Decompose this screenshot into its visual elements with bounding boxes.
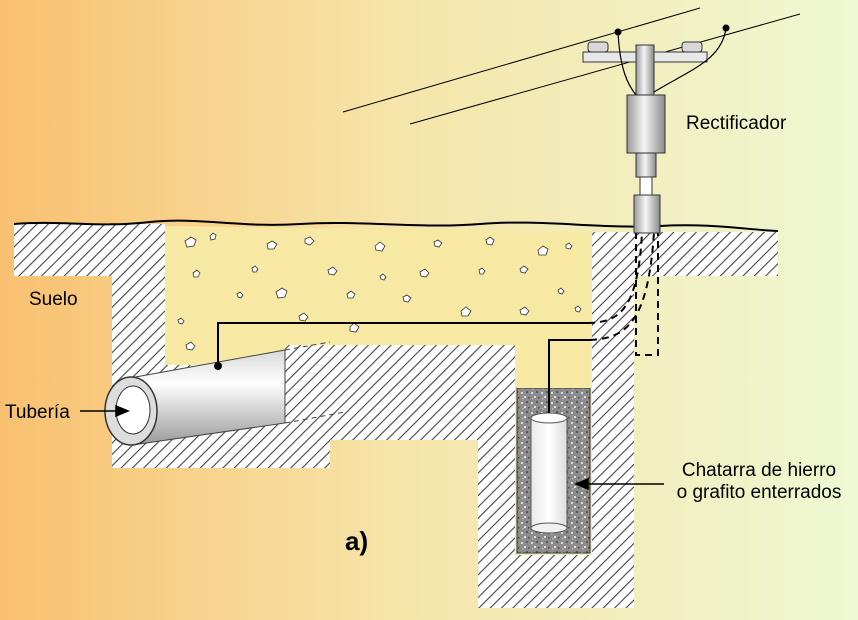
soil-far-right <box>634 232 778 276</box>
backfill-trench <box>165 226 592 365</box>
pipe-label: Tubería <box>5 402 70 423</box>
pipe-icon <box>104 341 346 446</box>
soil-middle <box>285 345 515 440</box>
pipe-connection-point <box>214 362 222 370</box>
label-arrows <box>80 404 664 491</box>
ground-anode-icon <box>530 412 568 534</box>
anode-pit-opening <box>517 340 590 388</box>
figure-label: a) <box>345 526 369 556</box>
anode-label-line2: o grafito enterrados <box>676 482 842 503</box>
soil-right <box>478 232 634 608</box>
anode-label: Chatarra de hierro o grafito enterrados <box>664 460 854 504</box>
rectifier-label: Rectificador <box>686 113 787 134</box>
soil-label: Suelo <box>29 289 78 310</box>
power-lines <box>342 7 801 125</box>
rectifier-unit-icon <box>626 94 666 234</box>
anode-label-line1: Chatarra de hierro <box>681 460 837 481</box>
connection-wires <box>217 231 659 413</box>
